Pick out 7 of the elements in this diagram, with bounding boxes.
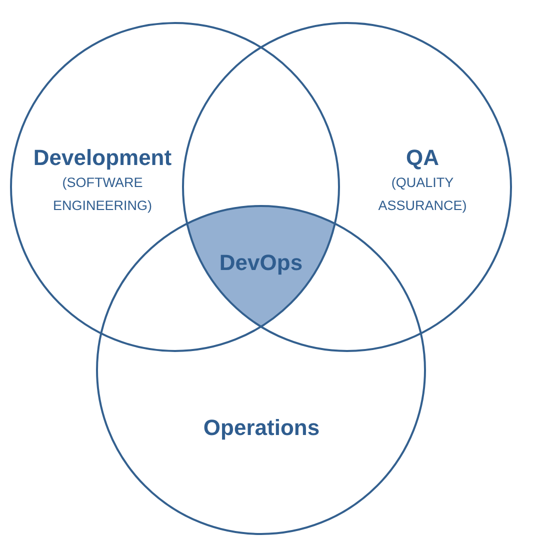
set-title: QA — [406, 144, 439, 170]
set-title: Development — [33, 144, 172, 170]
set-subtitle: (QUALITY ASSURANCE) — [378, 174, 467, 215]
set-subtitle: (SOFTWARE ENGINEERING) — [53, 174, 152, 215]
set-title: Operations — [203, 414, 320, 440]
overlap-region — [187, 206, 335, 327]
overlap-title: DevOps — [219, 250, 303, 276]
